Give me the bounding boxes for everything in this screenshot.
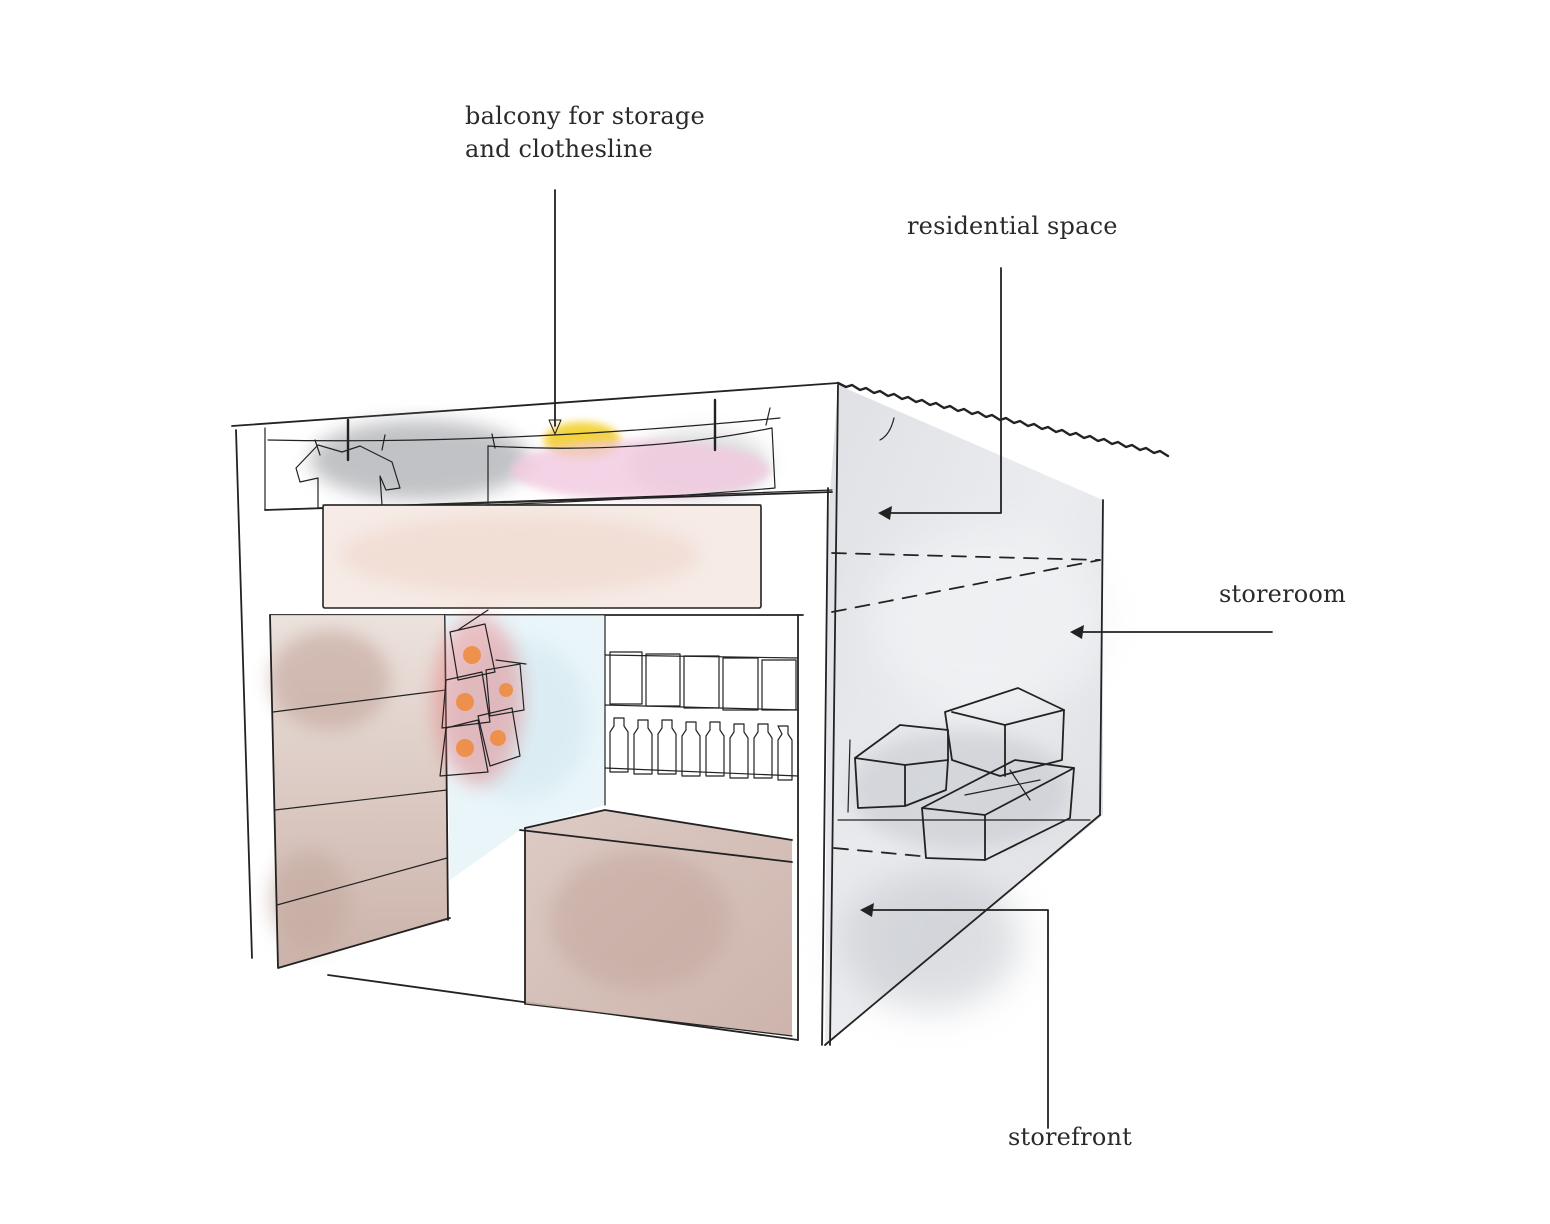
storefront-arrow [871, 909, 1049, 1129]
residential-arrow [889, 267, 1002, 514]
storefront-label: storefront [1008, 1123, 1132, 1151]
balcony-label-line1: balcony for storage [465, 102, 705, 130]
hanging-snack-bags [433, 609, 527, 785]
front-facade [231, 382, 839, 1046]
storeroom-boxes [837, 687, 1091, 861]
residential-space-label: residential space [907, 212, 1118, 240]
left-shutter [269, 614, 451, 969]
storeroom-label: storeroom [1219, 580, 1347, 608]
balcony-label: balcony for storage and clothesline [465, 100, 705, 166]
side-wall [824, 381, 1170, 1046]
leader-lines [548, 189, 1273, 1129]
shop-counter [519, 809, 793, 1037]
balcony-label-line2: and clothesline [465, 135, 653, 163]
